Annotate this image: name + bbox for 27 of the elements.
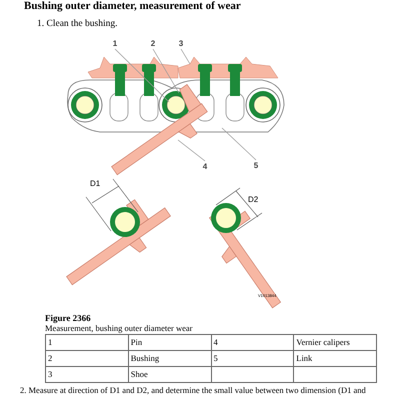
step-text: 2. Measure at direction of D1 and D2, and determine the small value between two dimension (D1 and (20, 384, 366, 397)
leader-line (152, 48, 180, 94)
table-cell: 2 (46, 351, 129, 367)
table-cell: 5 (212, 351, 294, 367)
figure-caption: Measurement, bushing outer diameter wear (45, 323, 193, 335)
table-cell: Vernier calipers (294, 335, 377, 351)
callout-number: 2 (149, 38, 157, 49)
table-cell: 1 (46, 335, 129, 351)
leader-line (178, 140, 206, 162)
leader-line (180, 48, 190, 64)
leader-line (222, 128, 256, 160)
dimension-label: D2 (248, 194, 258, 206)
table-cell: 3 (46, 367, 129, 383)
callout-number: 4 (201, 161, 209, 172)
step-text: 1. Clean the bushing. (37, 18, 118, 31)
dimension-label: D1 (90, 178, 100, 190)
table-cell: 4 (212, 335, 294, 351)
figure-number: Figure 2366 (45, 312, 91, 325)
table-cell: Shoe (128, 367, 212, 383)
callout-number: 3 (177, 38, 185, 49)
table-cell: Bushing (128, 351, 212, 367)
callout-number: 1 (111, 38, 119, 49)
leader-line (114, 48, 170, 102)
page-title: Bushing outer diameter, measurement of wear (24, 0, 241, 14)
table-cell: Pin (128, 335, 212, 351)
callout-number: 5 (252, 160, 260, 171)
table-cell: Link (294, 351, 377, 367)
